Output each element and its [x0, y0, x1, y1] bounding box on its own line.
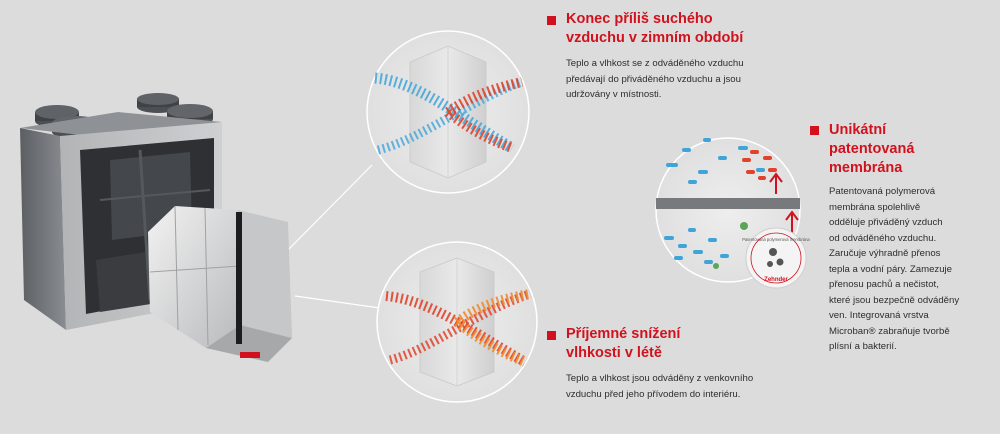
- membrane-detail-circle: [655, 137, 807, 289]
- membrane-text: Patentovaná polymerová membrána spolehli…: [829, 186, 960, 352]
- membrane-title: Unikátní patentovaná membrána: [829, 122, 915, 176]
- connector-lines: [287, 164, 381, 309]
- winter-title: Konec příliš suchého vzduchu v zimním ob…: [566, 11, 744, 46]
- summer-text: Teplo a vlhkost jsou odváděny z venkovní…: [566, 373, 754, 400]
- winter-bullet-icon: [547, 16, 556, 25]
- badge-brand: Zehnder: [764, 277, 788, 283]
- summer-bullet-icon: [547, 331, 556, 340]
- membrane-bullet-icon: [810, 126, 819, 135]
- winter-text: Teplo a vlhkost se z odváděného vzduchu …: [566, 58, 744, 100]
- ventilation-unit: [20, 93, 292, 362]
- winter-detail-circle: [366, 30, 530, 194]
- summer-detail-circle: [376, 241, 538, 403]
- summer-title: Příjemné snížení vlhkosti v létě: [566, 326, 681, 361]
- badge-ring-text: Patentovaná polymerová membrána: [742, 237, 810, 242]
